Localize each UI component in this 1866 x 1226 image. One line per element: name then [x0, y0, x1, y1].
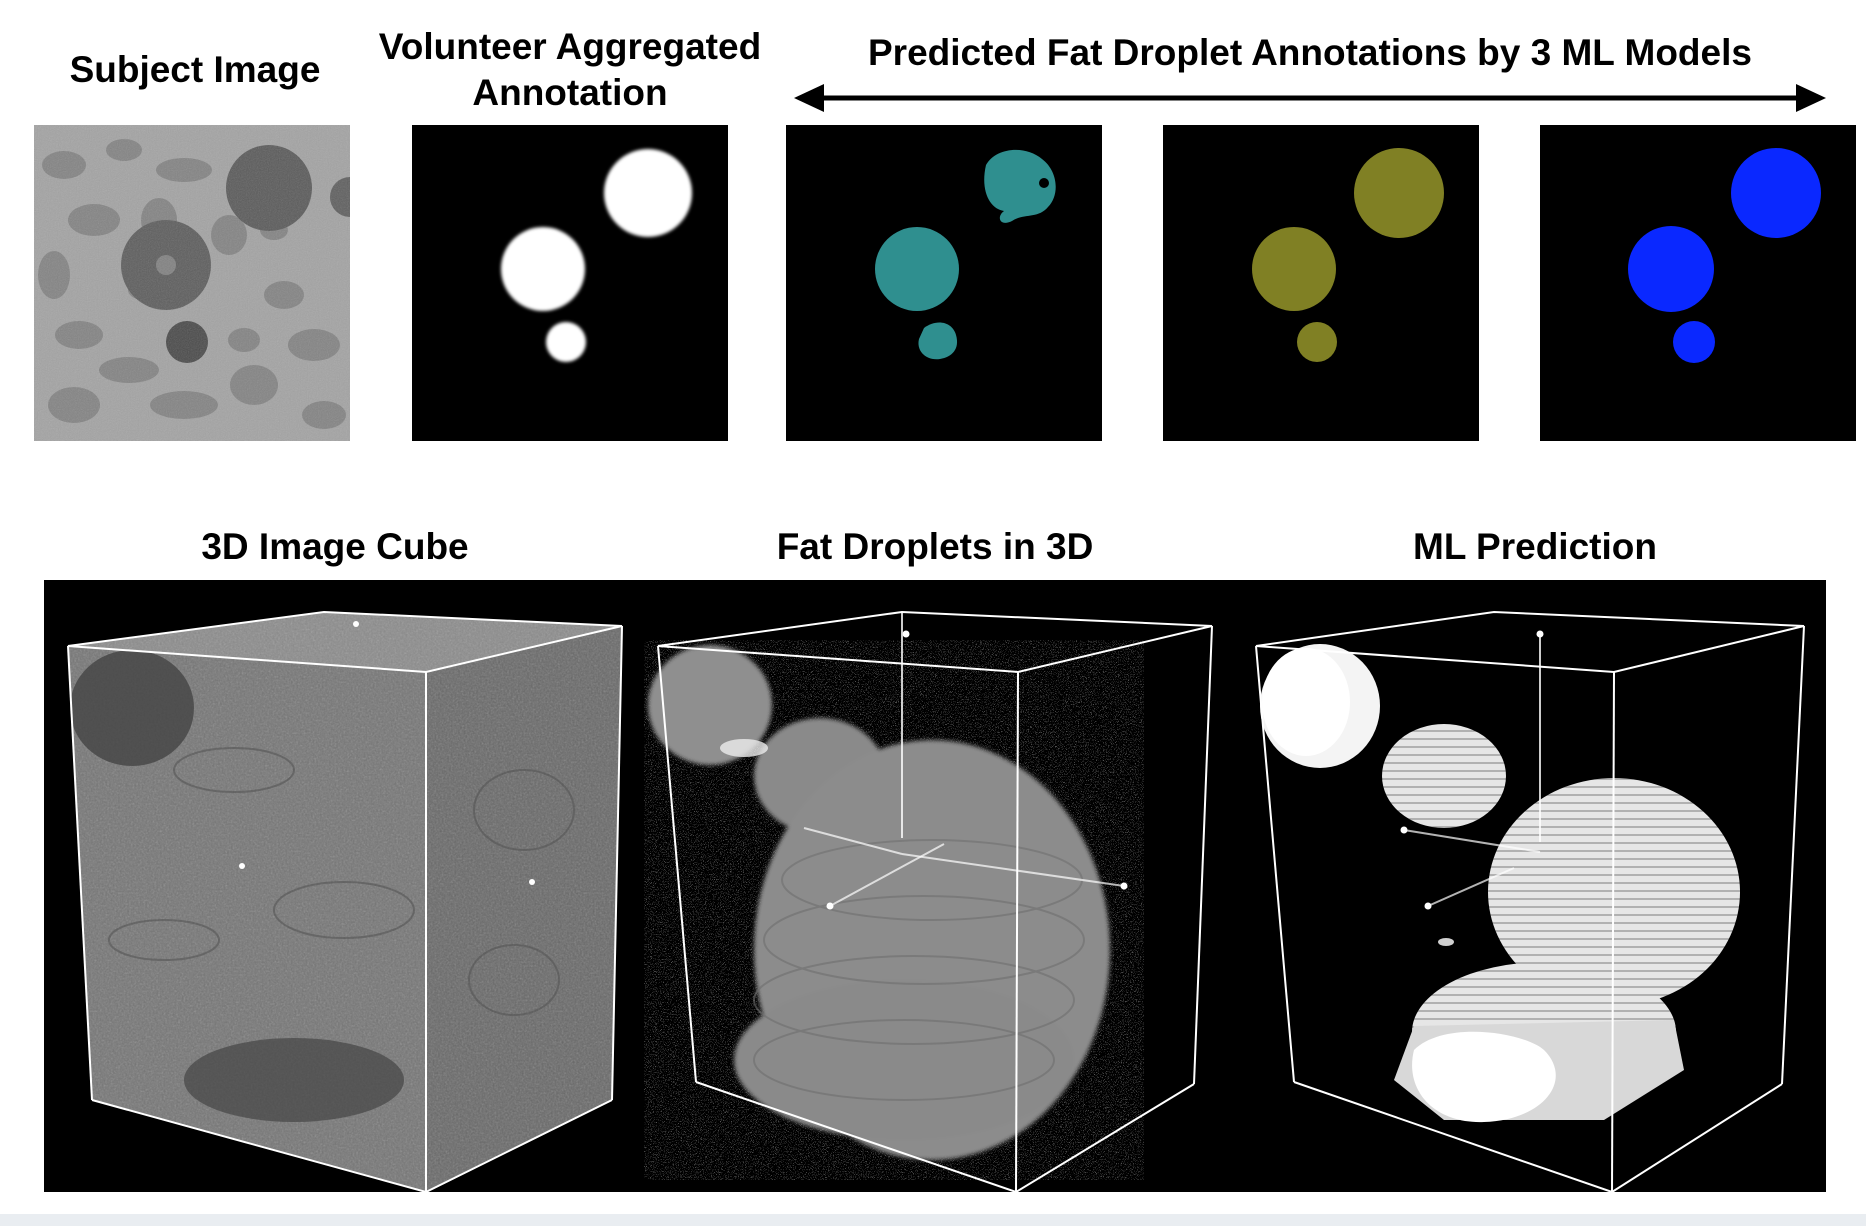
- 3d-renders-strip: [44, 580, 1826, 1192]
- volunteer-annotation-panel: [412, 125, 728, 441]
- volunteer-label-line1: Volunteer Aggregated: [378, 26, 762, 67]
- ml-prediction-render: [1255, 610, 1805, 1192]
- predicted-annotations-label: Predicted Fat Droplet Annotations by 3 M…: [868, 32, 1752, 73]
- model-1-prediction-panel: [786, 125, 1102, 441]
- subject-image-label: Subject Image: [69, 49, 321, 90]
- fat-droplets-render: [644, 610, 1213, 1192]
- subject-image-panel: [34, 125, 350, 441]
- fat-droplets-3d-label: Fat Droplets in 3D: [776, 526, 1094, 567]
- footer-strip: [0, 1214, 1866, 1226]
- ml-prediction-label: ML Prediction: [1413, 526, 1657, 567]
- model-2-prediction-panel: [1163, 125, 1479, 441]
- volunteer-annotation-label: Volunteer Aggregated Annotation: [360, 24, 780, 116]
- model-3-prediction-panel: [1540, 125, 1856, 441]
- image-cube-label: 3D Image Cube: [201, 526, 469, 567]
- volunteer-label-line2: Annotation: [472, 72, 668, 113]
- image-cube-render: [67, 610, 623, 1192]
- double-arrow-icon: [794, 84, 1826, 112]
